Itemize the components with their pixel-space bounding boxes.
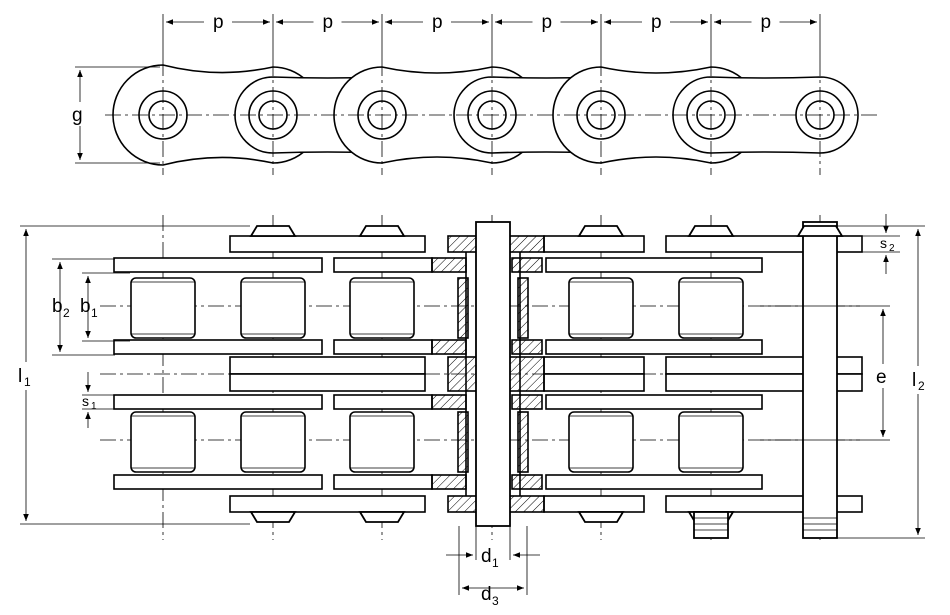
inner-width-label: b (80, 296, 91, 317)
middle-plate (229, 373, 426, 392)
pin-diameter-dimension: d 1 (446, 526, 540, 570)
inner-plate (113, 339, 323, 355)
length-connector-label: l (912, 370, 916, 391)
pitch-label: p (542, 12, 553, 33)
transverse-pitch-label: e (876, 367, 887, 388)
pin-head (358, 225, 406, 237)
bushing-diameter-dimension: d 3 (458, 526, 528, 608)
pin-head (577, 511, 625, 523)
inner-plate (113, 257, 323, 273)
bushing-diameter-label: d (481, 584, 492, 605)
inner-plate (545, 394, 763, 410)
inner-plate (333, 339, 433, 355)
plate-height-label: g (72, 105, 83, 126)
pin-head (358, 511, 406, 523)
inner-plate-width-dimension: b 2 (52, 258, 115, 356)
outer-plate (543, 235, 645, 253)
pin-end (693, 511, 729, 539)
pitch-extension-lines (162, 14, 821, 60)
pitch-label: p (761, 12, 772, 33)
outer-plate (543, 495, 645, 513)
transverse-pitch-dimension: e (760, 305, 894, 441)
pitch-label: p (432, 12, 443, 33)
middle-plate (543, 373, 645, 392)
svg-text:1: 1 (91, 401, 97, 412)
length-riveted-label: l (18, 366, 22, 387)
plate-thickness-inner-label: s (82, 393, 89, 409)
roller (240, 411, 306, 473)
inner-plate (545, 474, 763, 490)
pin-diameter-label: d (481, 546, 492, 567)
pitch-label: p (323, 12, 334, 33)
inner-plate (545, 339, 763, 355)
svg-text:2: 2 (63, 306, 70, 320)
pin-head (577, 225, 625, 237)
inner-plate (333, 394, 433, 410)
chain-top-view: l 1 b 2 b 1 s 1 (16, 214, 934, 608)
pin-head (687, 225, 735, 237)
plate-thickness-outer-label: s (880, 235, 887, 251)
inner-plate (333, 474, 433, 490)
roller (130, 411, 196, 473)
roller (678, 277, 744, 339)
inner-plate (113, 474, 323, 490)
length-riveted-dimension: l 1 (16, 225, 250, 525)
plate-height-dimension: g (70, 66, 160, 164)
svg-text:3: 3 (492, 594, 499, 608)
inner-plate (545, 257, 763, 273)
chain-side-view: p p p p p p g (70, 12, 880, 175)
roller (349, 411, 415, 473)
middle-plate (543, 356, 645, 375)
pin-head (796, 225, 844, 237)
connector-pin (802, 221, 838, 539)
roller (568, 277, 634, 339)
svg-text:1: 1 (24, 375, 31, 389)
roller (678, 411, 744, 473)
plan-rollers (130, 277, 744, 473)
svg-text:1: 1 (91, 306, 98, 320)
inner-width-dimension: b 1 (80, 272, 130, 342)
svg-text:2: 2 (889, 243, 895, 254)
inner-plate (113, 394, 323, 410)
outer-plate (229, 495, 426, 513)
inner-plate (333, 257, 433, 273)
plate-thickness-inner-dimension: s 1 (82, 372, 115, 428)
svg-text:2: 2 (918, 379, 925, 393)
roller (240, 277, 306, 339)
inner-plate-width-label: b (52, 296, 63, 317)
outer-plate (229, 235, 426, 253)
plate-thickness-outer-dimension: s 2 (862, 214, 900, 274)
roller (349, 277, 415, 339)
pin-head (249, 511, 297, 523)
pitch-label: p (213, 12, 224, 33)
pitch-label: p (651, 12, 662, 33)
roller (568, 411, 634, 473)
pin-head (249, 225, 297, 237)
sectioned-link (431, 221, 545, 527)
svg-text:1: 1 (492, 556, 499, 570)
length-connector-dimension: l 2 (830, 225, 934, 539)
roller (130, 277, 196, 339)
plan-pins (249, 221, 844, 539)
middle-plate (229, 356, 426, 375)
